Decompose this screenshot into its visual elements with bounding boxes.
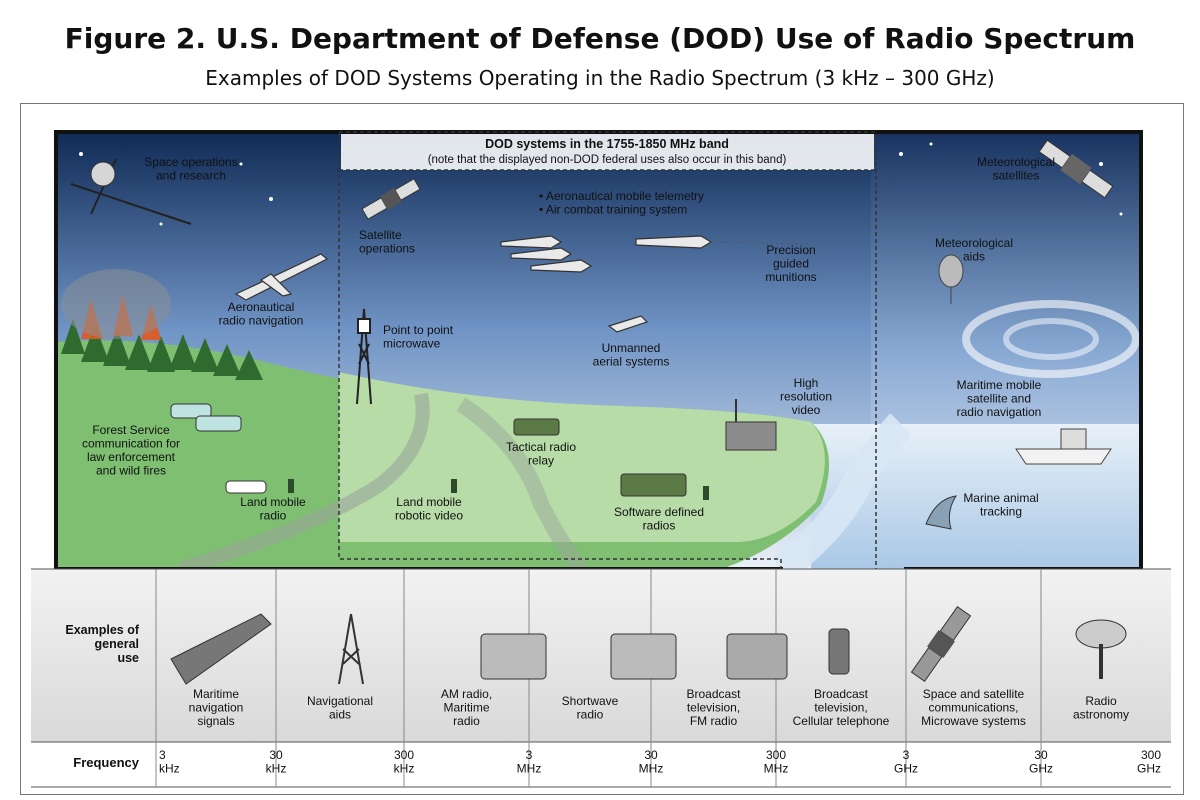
stars: [79, 142, 1123, 226]
building-icon: [725, 399, 777, 451]
cargo-ship-icon: [170, 613, 272, 685]
microwave-tower-icon: [356, 308, 372, 405]
weather-balloon-icon: [938, 254, 964, 304]
band-box-title: DOD systems in the 1755-1850 MHz band: [485, 137, 729, 151]
band-box-note: (note that the displayed non-DOD federal…: [428, 154, 787, 166]
general-use-icons: [170, 605, 1127, 685]
figure-subtitle: Examples of DOD Systems Operating in the…: [205, 66, 995, 90]
figure-title: Figure 2. U.S. Department of Defense (DO…: [64, 22, 1136, 55]
band-box-header: [341, 134, 874, 170]
met-satellite-icon: [1038, 139, 1114, 199]
ship-icon: [1015, 428, 1112, 465]
scene: [54, 130, 1143, 744]
cell-phone-icon: [828, 628, 850, 675]
road: [178, 392, 430, 576]
spectrum-diagram: DOD systems in the 1755-1850 MHz band (n…: [31, 130, 1171, 788]
storm-swirl: [962, 300, 1140, 378]
smoke: [61, 269, 171, 339]
label-telemetry: • Aeronautical mobile telemetry• Air com…: [539, 189, 704, 216]
whale-tail-icon: [925, 495, 957, 530]
illustrations: [70, 139, 1114, 530]
aircraft-icon: [234, 235, 713, 333]
satellite-icon: [361, 178, 421, 220]
figure-frame: DOD systems in the 1755-1850 MHz band (n…: [20, 103, 1184, 795]
television-icon: [726, 633, 788, 680]
space-sat-icon: [910, 605, 972, 683]
river: [771, 413, 912, 581]
nav-tower-icon: [338, 613, 364, 685]
radio-telescope-icon: [1075, 619, 1127, 679]
am-radio-icon: [480, 633, 547, 680]
frequency-label: Frequency: [73, 755, 140, 770]
munition-trail: [710, 241, 812, 245]
frequency-bar-bg: [31, 742, 1171, 787]
people-icon: [288, 479, 709, 500]
vehicles-icon: [170, 403, 687, 497]
shortwave-radio-icon: [610, 633, 677, 680]
space-probe-icon: [70, 158, 192, 225]
forest: [61, 319, 263, 380]
